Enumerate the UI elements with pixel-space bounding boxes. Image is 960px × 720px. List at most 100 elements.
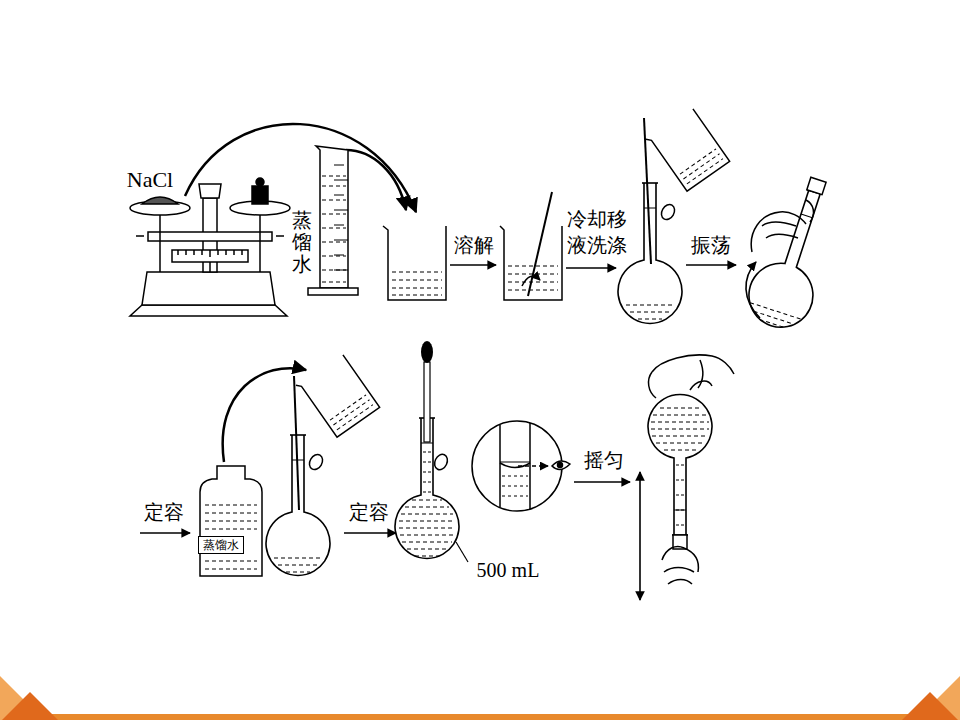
magnified-view-part <box>499 425 501 507</box>
balance-part <box>276 235 284 237</box>
beaker-part <box>392 272 442 295</box>
volumetric-flask-part-part <box>741 182 845 335</box>
volumetric-flask-part <box>421 341 433 363</box>
hand-part <box>766 234 798 238</box>
beaker-part <box>383 226 446 300</box>
volumetric-flask-part <box>424 362 430 442</box>
step-label: 振荡 <box>691 233 731 257</box>
wash-bottle-part <box>200 466 262 576</box>
transfer-arrow-part <box>185 124 416 212</box>
volumetric-flask-part <box>294 376 299 510</box>
graduated-cylinder-part <box>322 176 346 282</box>
hand-part <box>668 580 692 585</box>
volume-label: 500 mL <box>477 558 540 582</box>
volumetric-flask-part <box>399 500 455 556</box>
graduated-cylinder-part <box>334 165 348 270</box>
hand <box>649 355 734 584</box>
inverted-flask-part <box>676 465 684 525</box>
graduated-cylinder-part <box>316 146 348 288</box>
step-label: 冷却移液洗涤 <box>567 206 627 258</box>
beaker <box>383 226 446 300</box>
volumetric-flask-part-part <box>296 353 380 439</box>
magnified-view-part <box>529 423 531 509</box>
volumetric-flask <box>741 170 849 336</box>
balance <box>130 178 290 316</box>
volumetric-flask <box>266 353 380 575</box>
transfer-arrow <box>185 124 416 212</box>
volumetric-flask-part <box>646 107 730 193</box>
volumetric-flask-part-part <box>646 107 730 193</box>
beaker <box>500 192 562 300</box>
hand-part <box>649 372 656 398</box>
invert-arrow <box>639 472 641 600</box>
magnified-view-part <box>502 476 528 496</box>
transfer-arrow-part <box>346 150 406 210</box>
volumetric-flask-part <box>746 262 760 318</box>
inverted-flask-part <box>651 408 709 450</box>
footer-band-part <box>902 692 958 720</box>
volumetric-flask-part-part <box>746 303 801 332</box>
step-label: 溶解 <box>454 233 494 257</box>
magnified-view-part <box>518 465 548 467</box>
volumetric-flask-part-part <box>807 177 826 194</box>
footer-band-part <box>0 714 960 720</box>
volumetric-flask-part <box>307 452 325 472</box>
magnified-view-part <box>558 463 563 468</box>
volumetric-flask-part <box>741 170 849 336</box>
volumetric-flask-part <box>296 353 380 439</box>
volumetric-flask-part-part <box>330 395 373 430</box>
magnified-view-part <box>472 421 562 511</box>
step-arrow <box>140 532 190 534</box>
wash-bottle <box>200 466 262 576</box>
footer-band-part <box>2 692 58 720</box>
step-arrow <box>686 264 736 266</box>
hand-part <box>806 200 813 222</box>
balance-part <box>252 186 268 204</box>
volumetric-flask-part <box>432 452 450 472</box>
volumetric-flask-part <box>626 305 674 319</box>
bottle-label: 蒸馏水 <box>198 536 244 554</box>
leader-line <box>456 542 468 562</box>
step-label: 摇匀 <box>584 448 624 472</box>
balance-part <box>178 250 242 257</box>
beaker-part <box>522 276 540 286</box>
hand-part <box>762 222 796 226</box>
magnified-view-part <box>552 461 570 470</box>
step-arrow <box>574 481 630 483</box>
volumetric-flask-part <box>659 202 677 222</box>
balance-part <box>136 235 144 237</box>
inverted-flask <box>648 355 734 584</box>
balance-part <box>172 250 248 262</box>
beaker-part <box>528 192 552 296</box>
magnified-view <box>472 421 570 511</box>
step-label: 定容 <box>349 500 389 524</box>
hand-part <box>698 360 703 388</box>
balance-part <box>142 197 178 204</box>
inverted-flask-part <box>648 395 712 535</box>
volumetric-flask-part <box>274 558 322 572</box>
balance-part <box>148 232 272 241</box>
step-label: 定容 <box>144 500 184 524</box>
hand-part <box>751 212 806 252</box>
volumetric-flask-part-part <box>680 149 723 184</box>
footer-band <box>0 676 960 720</box>
balance-part <box>259 214 261 272</box>
hand-part <box>664 568 694 573</box>
hand-part <box>662 547 698 573</box>
balance-part <box>256 178 264 186</box>
graduated-cylinder <box>308 146 358 295</box>
volumetric-flask <box>618 107 730 323</box>
hand <box>751 200 813 252</box>
label-text: 蒸馏水 <box>203 538 239 552</box>
beaker-part <box>500 226 562 300</box>
volumetric-flask-part <box>423 452 431 492</box>
magnified-view-part <box>500 462 530 463</box>
chemical-label: NaCl <box>127 167 173 193</box>
step-arrow <box>344 532 396 534</box>
volumetric-flask <box>395 341 468 562</box>
reagent-label: 蒸馏水 <box>292 209 312 275</box>
